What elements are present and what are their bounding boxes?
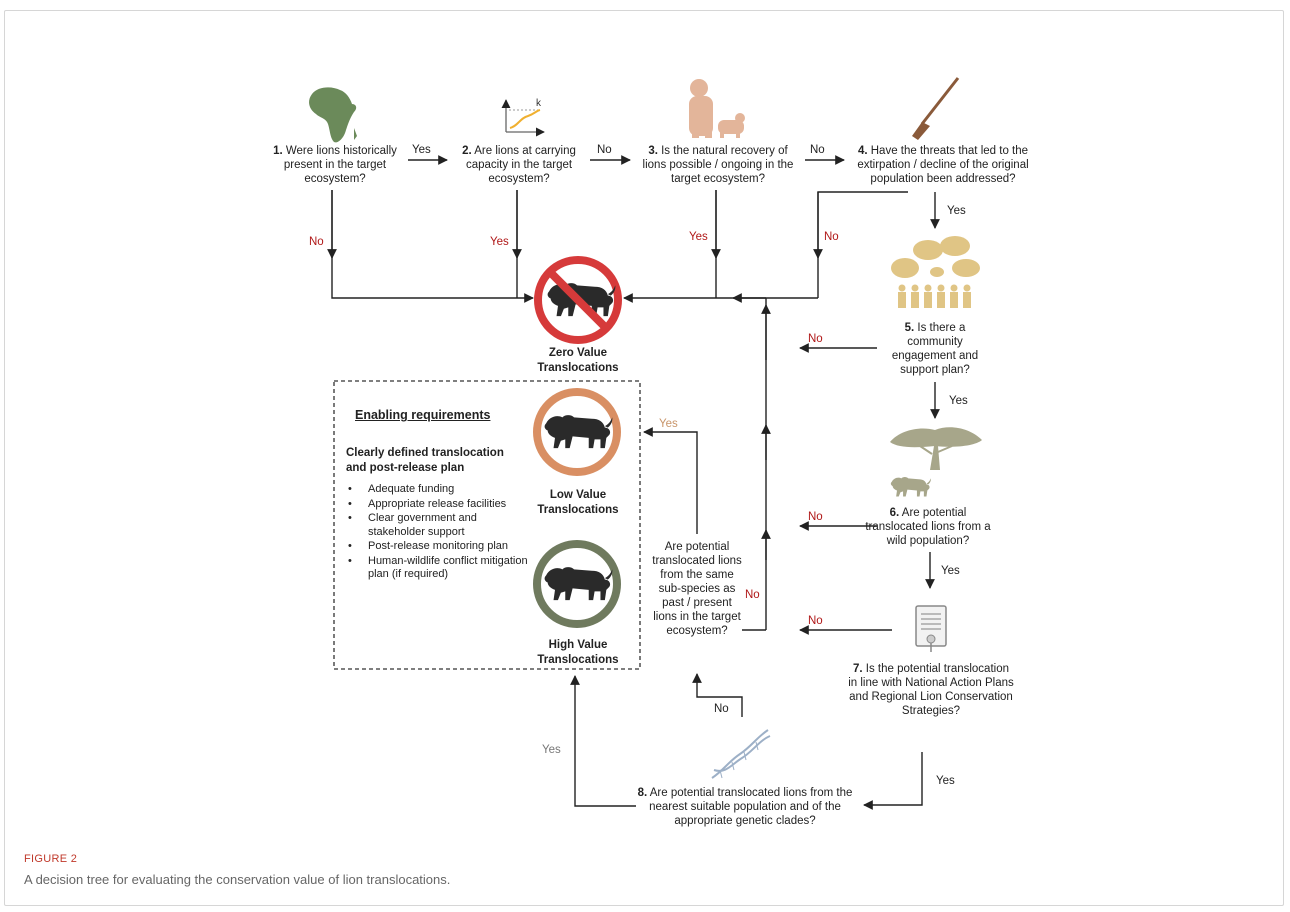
- requirement-item: Adequate funding: [346, 483, 532, 497]
- requirement-item: Appropriate release facilities: [346, 498, 532, 512]
- africa-map-icon: [309, 87, 357, 143]
- acacia-tree-with-lion-icon: [890, 427, 982, 497]
- edge-label-subspecies-no: No: [745, 589, 760, 601]
- requirement-item: Post-release monitoring plan: [346, 540, 532, 554]
- lioness-and-cub-icon: [689, 79, 745, 138]
- question-2: 2. Are lions at carrying capacity in the…: [462, 145, 576, 185]
- question-4: 4. Have the threats that led to the exti…: [857, 145, 1029, 185]
- high-value-lion-icon: [533, 540, 621, 628]
- edge-label-q7-no: No: [808, 615, 823, 627]
- requirements-subtitle: Clearly defined translocation and post-r…: [346, 447, 504, 474]
- figure-label: FIGURE 2: [24, 853, 78, 865]
- edge-label-q8-no: No: [714, 703, 729, 715]
- question-5: 5. Is there a community engagement and s…: [891, 322, 979, 376]
- enabling-requirements-box: [333, 380, 641, 670]
- question-1: 1. Were lions historically present in th…: [273, 145, 397, 185]
- community-engagement-icon: [891, 236, 980, 308]
- low-value-label: Low Value Translocations: [537, 489, 619, 516]
- question-8: 8. Are potential translocated lions from…: [637, 787, 853, 827]
- requirements-list: Adequate funding Appropriate release fac…: [346, 483, 532, 583]
- high-value-label: High Value Translocations: [537, 639, 619, 666]
- carrying-capacity-graph-icon: k: [501, 98, 545, 137]
- edge-label-q8-yes: Yes: [542, 744, 561, 756]
- question-3: 3. Is the natural recovery of lions poss…: [642, 145, 794, 185]
- dna-helix-icon: [711, 729, 771, 779]
- zero-value-prohibition-icon: [534, 256, 622, 344]
- edge-label-q2-yes: Yes: [490, 236, 509, 248]
- edge-label-q6-no: No: [808, 511, 823, 523]
- edge-label-q4-yes: Yes: [947, 205, 966, 217]
- rifle-icon: [912, 77, 960, 140]
- edge-label-q3-yes: Yes: [689, 231, 708, 243]
- edge-label-q2-no: No: [597, 144, 612, 156]
- edge-label-q3-no: No: [810, 144, 825, 156]
- zero-value-label: Zero Value Translocations: [537, 347, 619, 374]
- edge-label-q1-yes: Yes: [412, 144, 431, 156]
- edge-label-q4-no: No: [824, 231, 839, 243]
- requirement-item: Human-wildlife conflict mitigation plan …: [346, 555, 532, 582]
- k-label: k: [536, 98, 542, 109]
- edge-label-q1-no: No: [309, 236, 324, 248]
- requirement-item: Clear government and stakeholder support: [346, 512, 532, 539]
- edge-label-q5-yes: Yes: [949, 395, 968, 407]
- figure-frame: [4, 10, 1284, 906]
- edge-label-subspecies-yes: Yes: [659, 418, 678, 430]
- requirements-title: Enabling requirements: [355, 408, 491, 422]
- question-6: 6. Are potential translocated lions from…: [865, 507, 991, 547]
- low-value-lion-icon: [533, 388, 621, 476]
- document-icon: [915, 605, 947, 652]
- people-row: [898, 284, 971, 308]
- edge-label-q7-yes: Yes: [936, 775, 955, 787]
- edge-label-q5-no: No: [808, 333, 823, 345]
- edge-label-q6-yes: Yes: [941, 565, 960, 577]
- figure-caption: A decision tree for evaluating the conse…: [24, 872, 451, 887]
- flow-arrows: [327, 155, 940, 810]
- question-7: 7. Is the potential translocation in lin…: [848, 663, 1014, 717]
- question-subspecies: Are potential translocated lions from th…: [652, 541, 742, 637]
